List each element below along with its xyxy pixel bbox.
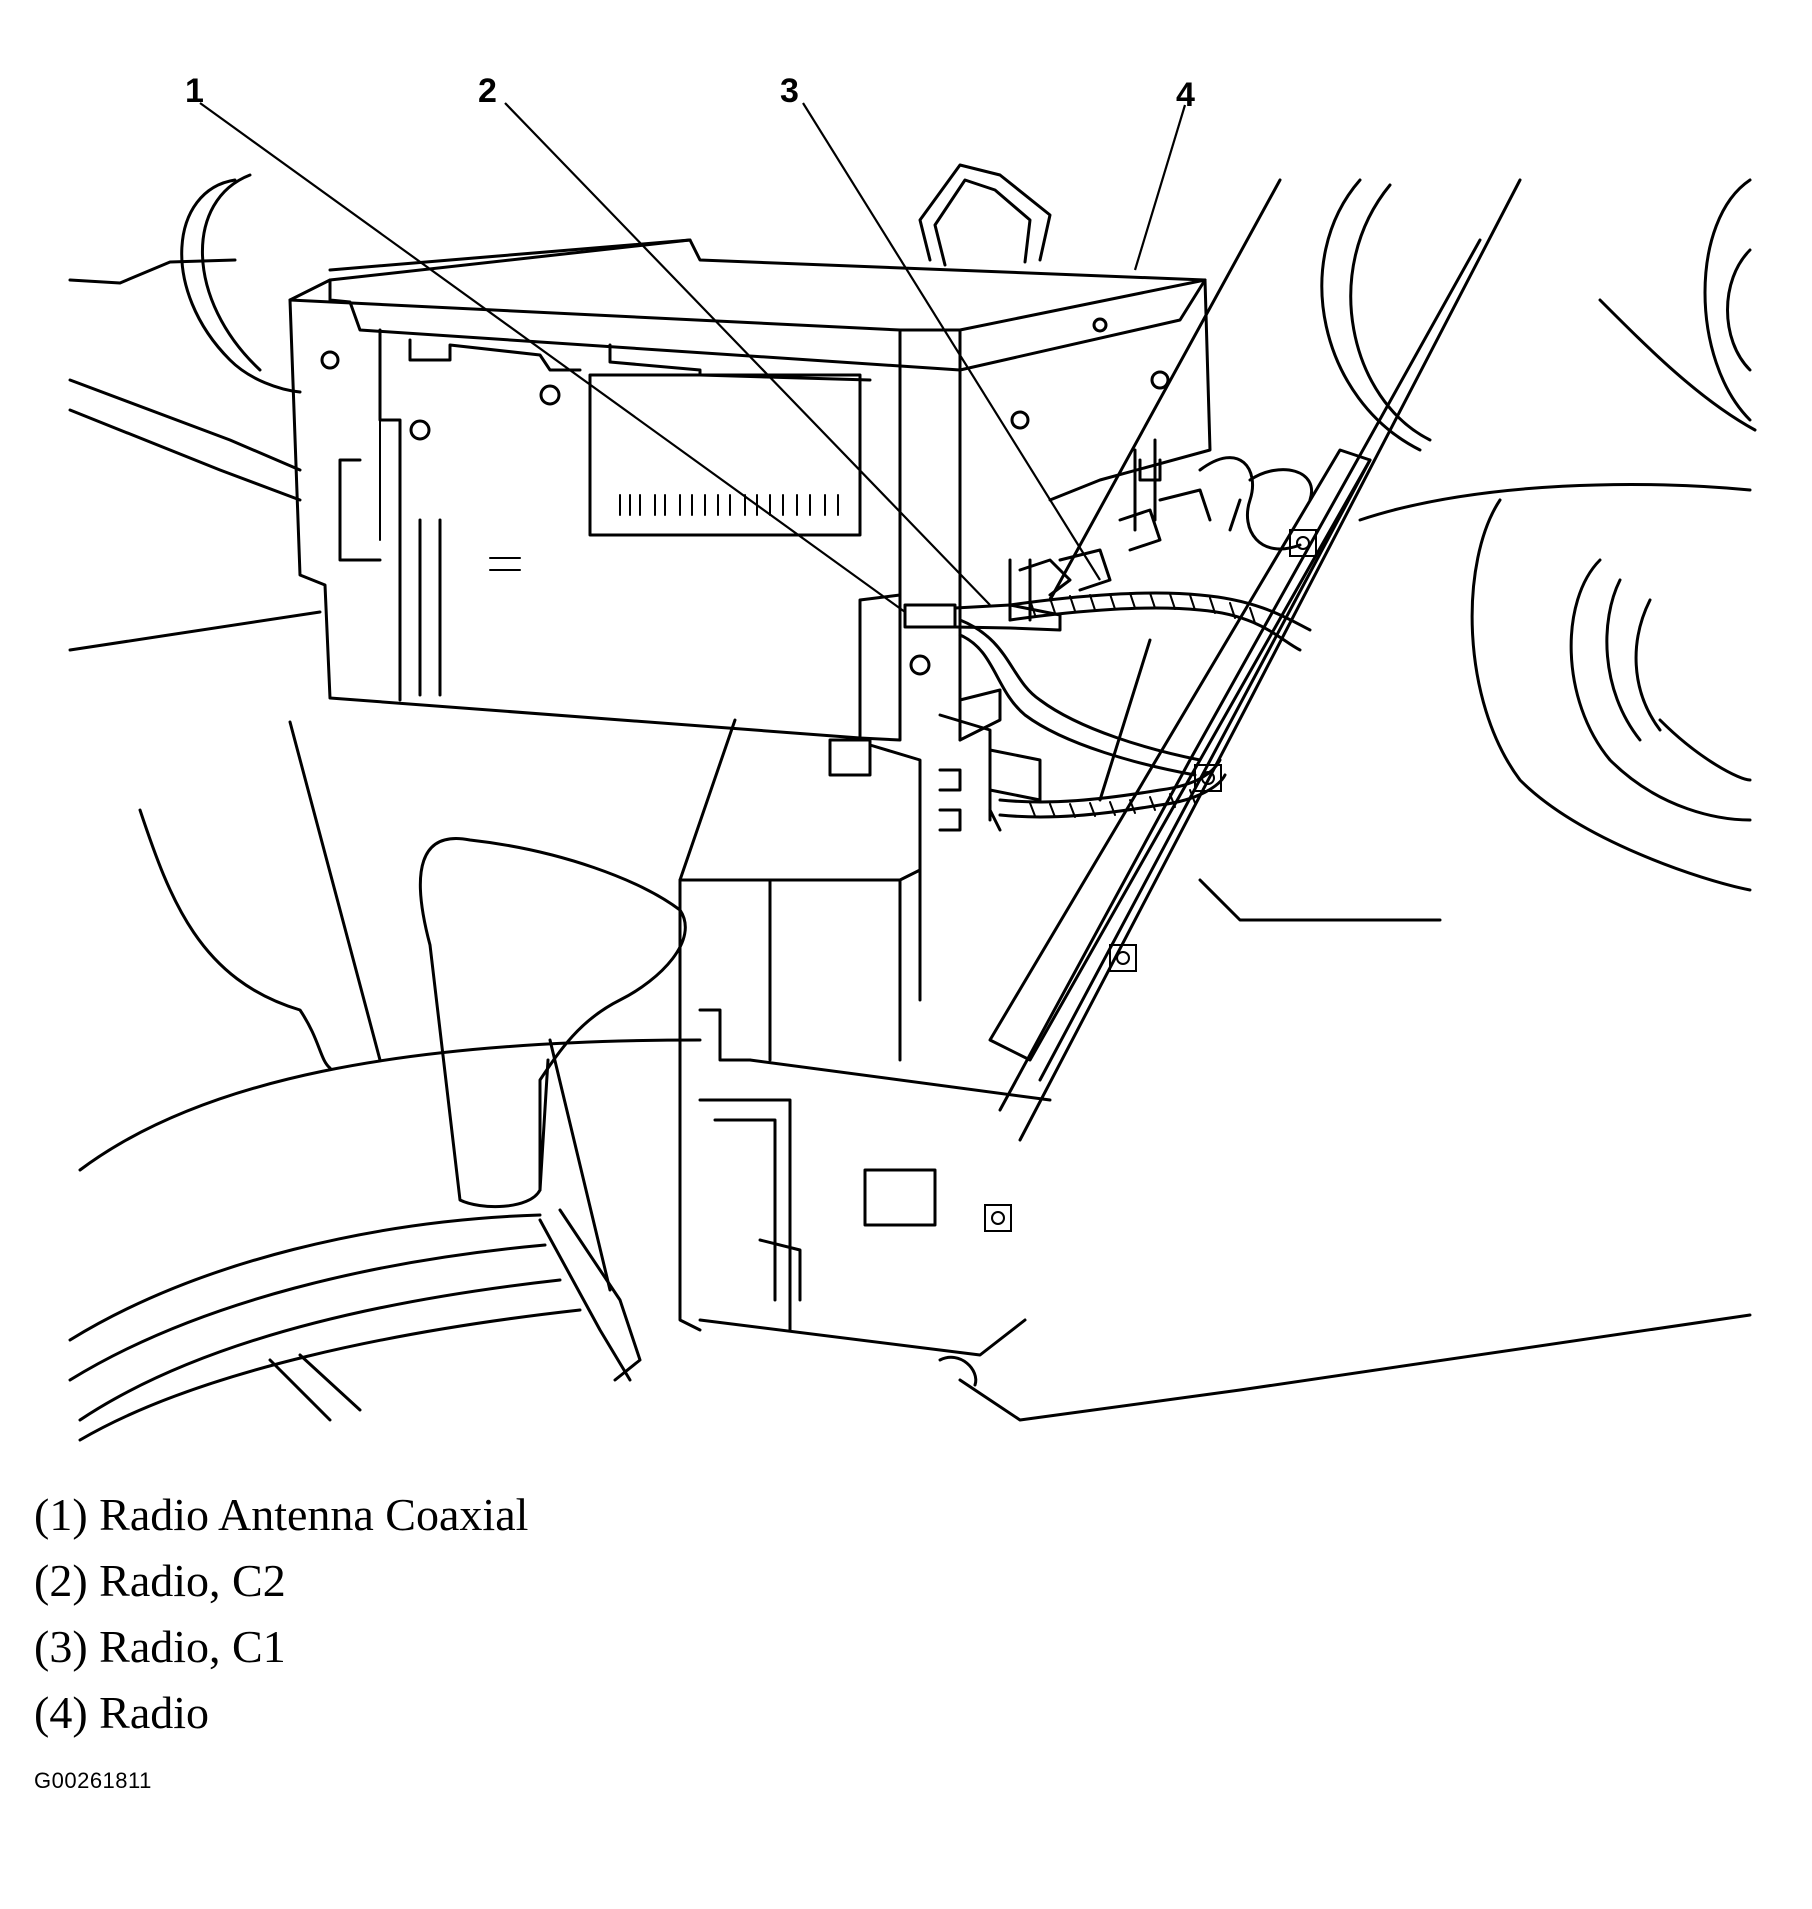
mounting-bracket <box>678 713 1052 1357</box>
radio-connectors <box>903 488 1212 632</box>
leader-line-4 <box>1133 104 1187 271</box>
leader-line-2 <box>504 102 991 606</box>
callout-1: 1 <box>185 72 204 110</box>
legend-item-radio-c1: (3) Radio, C1 <box>34 1621 286 1672</box>
leader-line-3 <box>802 102 1101 581</box>
gear-shift-lever <box>418 837 687 1209</box>
legend-item-radio: (4) Radio <box>34 1687 210 1738</box>
component-legend: (1) Radio Antenna Coaxial (2) Radio, C2 … <box>34 1482 528 1746</box>
antenna-coaxial-cable <box>958 618 1202 777</box>
legend-item-radio-antenna-coaxial: (1) Radio Antenna Coaxial <box>34 1489 529 1540</box>
callout-2: 2 <box>478 72 497 110</box>
callout-3: 3 <box>780 72 799 110</box>
radio-unit <box>288 163 1212 742</box>
radio-installation-diagram: 1 2 3 4 <box>68 72 1757 1442</box>
console-side-trim <box>938 178 1757 1422</box>
callout-4: 4 <box>1176 76 1195 114</box>
wiring-harness <box>998 456 1314 819</box>
dash-vents-right <box>1320 178 1752 892</box>
console-arcs <box>68 1038 642 1442</box>
radio-barcode <box>619 494 839 516</box>
legend-item-radio-c2: (2) Radio, C2 <box>34 1555 286 1606</box>
leader-line-1 <box>199 102 906 613</box>
dashboard-outline-left <box>68 173 702 1172</box>
callout-leaders <box>199 102 1187 613</box>
figure-id: G00261811 <box>34 1768 152 1793</box>
